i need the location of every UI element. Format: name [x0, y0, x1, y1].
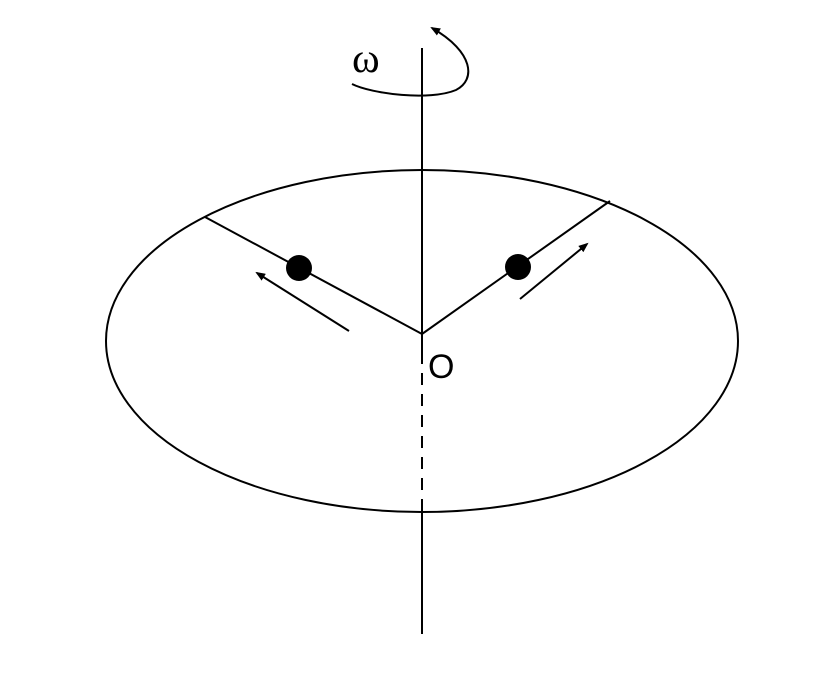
right-ball — [505, 254, 531, 280]
right-motion-arrow — [519, 242, 589, 300]
angular-velocity-label: ω — [352, 36, 380, 82]
left-motion-arrow — [255, 271, 350, 332]
center-label: O — [428, 348, 454, 386]
rotation-direction-arrow — [351, 27, 470, 97]
left-radial-rod — [204, 216, 423, 335]
left-ball — [286, 255, 312, 281]
